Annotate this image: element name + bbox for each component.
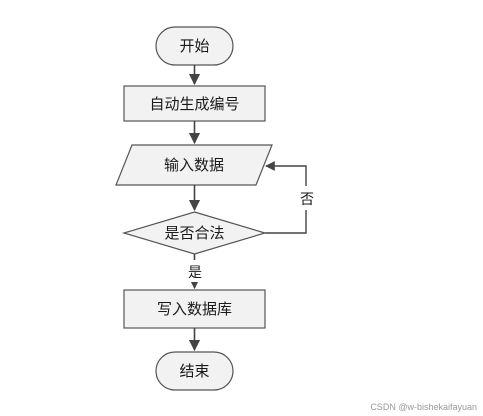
no-label-bg [297,186,317,210]
yes-label: 是 [188,265,202,281]
decision-node: 是否合法 [121,211,268,255]
watermark: CSDN @w-bishekaifayuan [370,402,477,412]
end-label: 结束 [179,362,209,380]
input-data-node: 输入数据 [115,144,273,186]
decision-label: 是否合法 [164,224,224,242]
generate-id-label: 自动生成编号 [149,95,239,113]
end-node: 结束 [155,351,234,391]
write-db-label: 写入数据库 [157,300,232,318]
no-label: 否 [300,192,314,208]
input-data-label: 输入数据 [164,156,224,174]
yes-label-bg [185,260,205,282]
generate-id-node: 自动生成编号 [123,85,266,122]
start-label: 开始 [179,37,209,55]
start-node: 开始 [155,26,234,66]
write-db-node: 写入数据库 [123,289,266,329]
